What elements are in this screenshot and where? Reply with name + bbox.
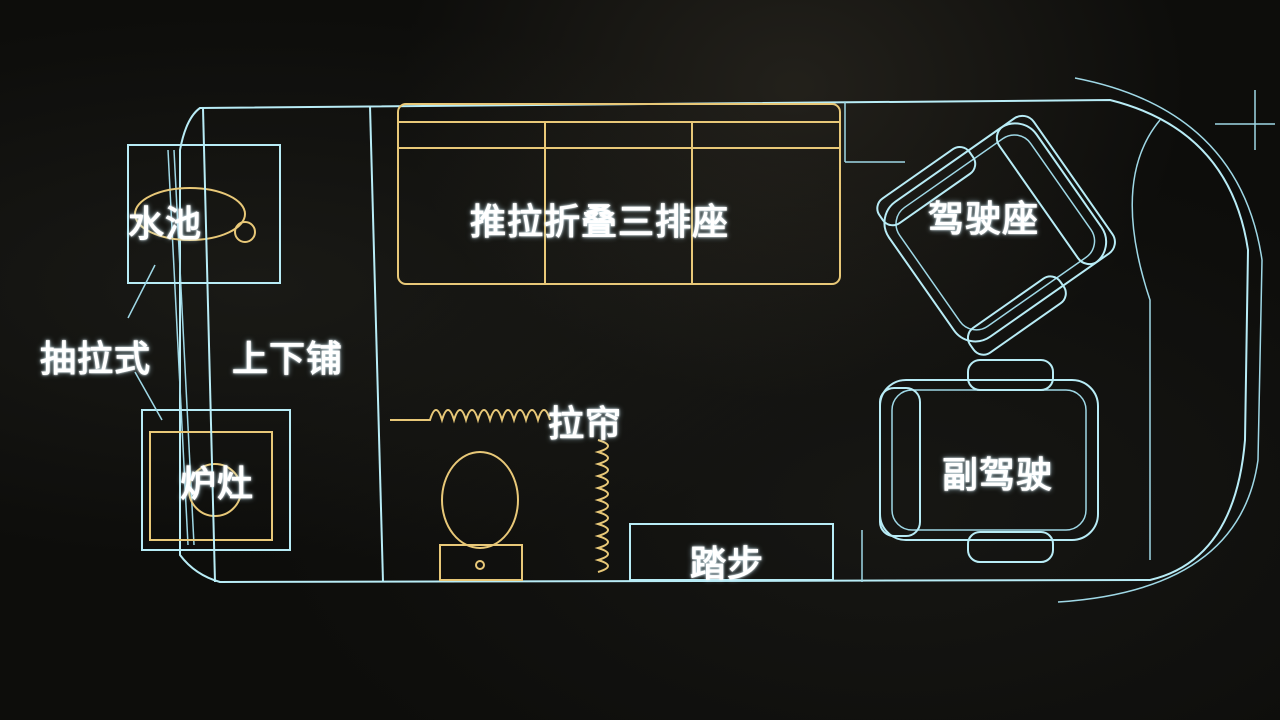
- stove-cabinet: [141, 409, 291, 551]
- sink-label: 水池: [128, 204, 203, 245]
- stove-label: 炉灶: [180, 464, 255, 505]
- sink-basin: [134, 187, 246, 241]
- curtain-vertical: [594, 439, 609, 573]
- driver-seat-shape: [876, 114, 1116, 356]
- dashboard-curve: [1131, 119, 1161, 560]
- step-block: [629, 523, 834, 581]
- curtain-horizontal: [390, 409, 551, 424]
- bench-label: 推拉折叠三排座: [470, 202, 730, 243]
- bunk-edge: [369, 105, 384, 583]
- rear-pole: [167, 149, 189, 546]
- toilet-bowl: [441, 451, 519, 549]
- driver-seat-label: 驾驶座: [928, 199, 1040, 240]
- curtain-label: 拉帘: [548, 404, 623, 445]
- pull-out-label: 抽拉式: [40, 339, 152, 380]
- bunk-partition: [202, 107, 216, 583]
- vehicle-outline: [179, 98, 1250, 584]
- co-driver-seat-shape: [879, 359, 1099, 563]
- bench-seat: [397, 103, 841, 285]
- step-label: 踏步: [690, 544, 765, 585]
- toilet-tank: [439, 544, 523, 581]
- bunk-label: 上下铺: [232, 339, 344, 380]
- windshield-curve: [1057, 77, 1263, 603]
- co-driver-seat-label: 副驾驶: [942, 455, 1054, 496]
